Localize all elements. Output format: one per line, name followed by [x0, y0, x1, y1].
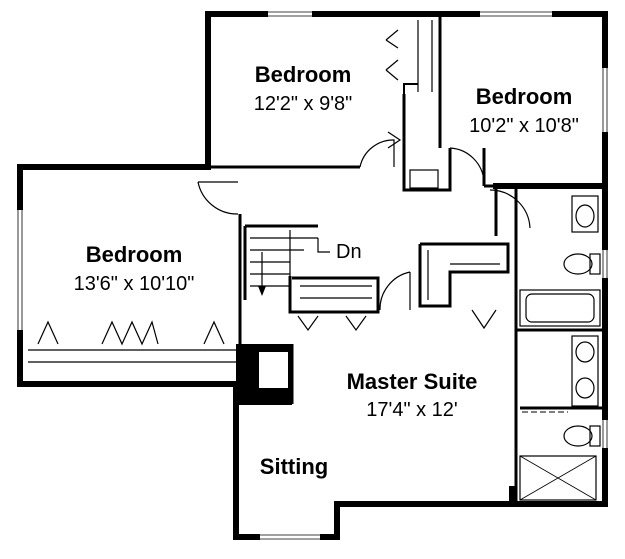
room-dims-bedroom-top-center: 12'2" x 9'8" [254, 93, 353, 115]
room-name-bedroom-left: Bedroom [86, 242, 183, 267]
room-name-master-suite: Master Suite [347, 369, 478, 394]
windows [17, 11, 608, 540]
staircase [250, 230, 372, 299]
room-name-bedroom-top-right: Bedroom [476, 84, 573, 109]
stairs-down-label: Dn [336, 241, 362, 263]
room-dims-bedroom-top-right: 10'2" x 10'8" [469, 115, 579, 137]
room-name-bedroom-top-center: Bedroom [255, 62, 352, 87]
doors [197, 131, 531, 311]
room-dims-bedroom-left: 13'6" x 10'10" [74, 273, 195, 295]
interior-walls [28, 14, 605, 504]
closet-doors [37, 29, 497, 346]
bath-fixtures [519, 195, 601, 501]
room-dims-master-suite: 17'4" x 12' [366, 399, 457, 421]
room-name-sitting: Sitting [260, 454, 328, 479]
